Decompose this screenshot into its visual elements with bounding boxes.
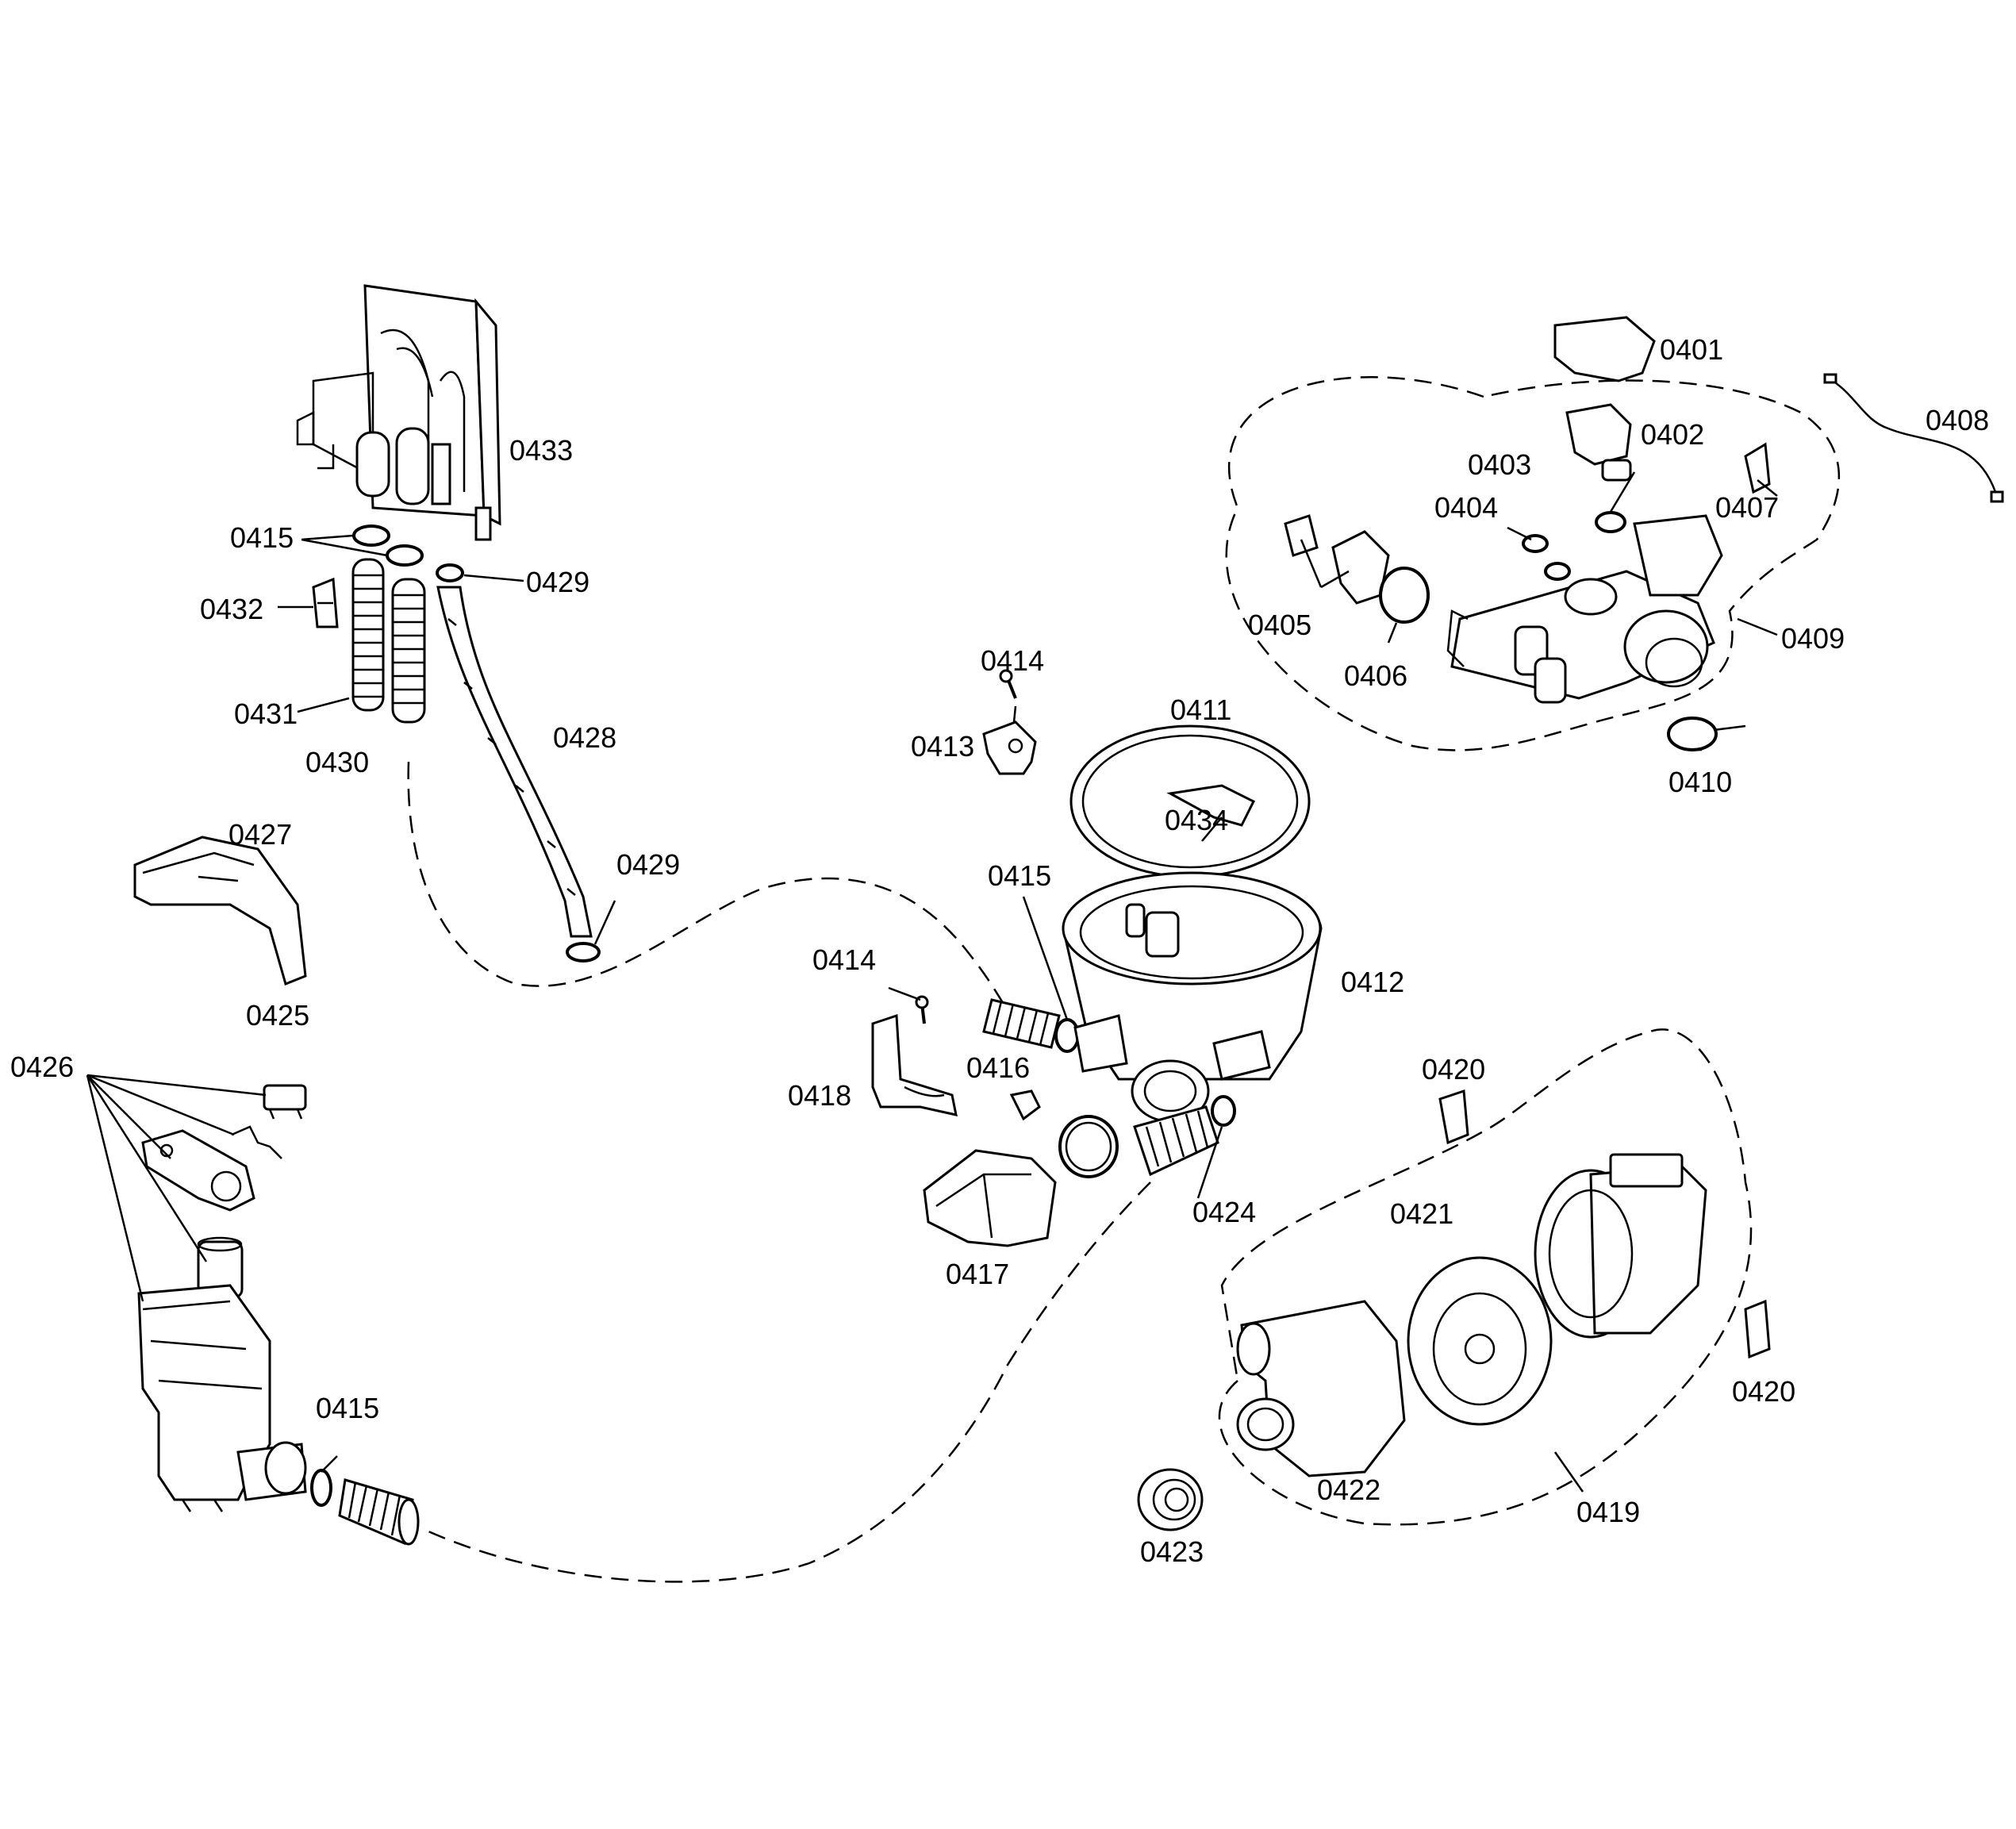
label-0421: 0421	[1390, 1197, 1454, 1230]
part-0418-bracket	[871, 1013, 958, 1116]
part-0414-screw-lower	[915, 995, 929, 1024]
label-0415-lower: 0415	[316, 1392, 380, 1424]
leader-lines	[86, 471, 1778, 1493]
label-0425: 0425	[246, 999, 310, 1032]
part-0401-cover	[1553, 316, 1656, 382]
label-0419: 0419	[1576, 1496, 1641, 1528]
label-0428: 0428	[553, 721, 617, 754]
part-0416-clip	[1009, 1089, 1041, 1121]
part-0406-seal	[1379, 567, 1430, 624]
label-0415-upper: 0415	[230, 521, 294, 554]
label-0422: 0422	[1317, 1474, 1381, 1506]
part-0426-spring	[231, 1125, 282, 1159]
part-0434-clip	[1166, 784, 1256, 827]
label-0416: 0416	[966, 1051, 1031, 1084]
hose-route-lower	[428, 1182, 1151, 1583]
part-0429-clamp-upper	[436, 563, 464, 582]
part-0403-ring	[1595, 511, 1626, 533]
part-seal-large	[1058, 1115, 1119, 1178]
group-outline-0409	[1225, 376, 1841, 751]
part-0413-bracket	[982, 720, 1037, 775]
part-0429-clamp-lower	[566, 942, 601, 963]
part-0405-valve	[1284, 514, 1390, 605]
part-0431-corrugated-hose	[351, 558, 385, 712]
part-0432-clip	[312, 577, 339, 628]
part-0427-cover	[133, 836, 307, 986]
label-0404: 0404	[1434, 491, 1499, 524]
label-0415-middle: 0415	[988, 859, 1052, 892]
group-outline-0419	[1218, 1028, 1753, 1526]
part-0423-grommet	[1137, 1468, 1204, 1531]
label-0414-upper: 0414	[981, 644, 1045, 677]
label-0423: 0423	[1140, 1535, 1204, 1568]
label-0412: 0412	[1341, 966, 1405, 998]
part-0408-wire	[1823, 373, 2004, 503]
label-0432: 0432	[200, 593, 264, 625]
part-0420-clip-lower	[1744, 1299, 1771, 1359]
label-0406: 0406	[1344, 659, 1408, 692]
part-0422-pump-housing	[1236, 1300, 1406, 1477]
part-0402-sensor	[1565, 403, 1632, 482]
part-0424-hose-middle	[982, 998, 1061, 1049]
label-0414-lower: 0414	[812, 943, 877, 976]
part-0410-clamp	[1667, 717, 1746, 751]
label-0429-upper: 0429	[526, 566, 590, 598]
label-0420-upper: 0420	[1422, 1053, 1486, 1085]
part-0426-housing	[137, 1284, 307, 1512]
part-0421-impeller-cover	[1407, 1256, 1553, 1426]
part-0430-corrugated-hose	[391, 578, 426, 724]
label-0431: 0431	[234, 697, 298, 730]
label-0408: 0408	[1926, 404, 1990, 436]
part-0417-valve	[923, 1149, 1057, 1247]
label-0410: 0410	[1668, 766, 1733, 798]
label-0420-lower: 0420	[1732, 1375, 1796, 1408]
label-0411: 0411	[1170, 694, 1232, 726]
part-0425-switch	[263, 1084, 307, 1120]
label-0417: 0417	[946, 1258, 1010, 1290]
label-0407: 0407	[1715, 491, 1780, 524]
part-0407-clip	[1744, 442, 1771, 494]
part-0433-air-break	[296, 284, 501, 541]
label-0418: 0418	[788, 1079, 852, 1112]
label-0426: 0426	[10, 1051, 75, 1083]
part-0426-lever	[141, 1129, 255, 1212]
part-0404-rings	[1522, 534, 1571, 581]
label-0430: 0430	[305, 746, 370, 778]
label-0401: 0401	[1660, 333, 1724, 366]
label-0427: 0427	[228, 818, 293, 851]
part-0424-seal	[1211, 1095, 1236, 1127]
part-0420-clip-upper	[1438, 1089, 1469, 1145]
label-0434: 0434	[1165, 804, 1229, 836]
part-0415-seal-middle	[1054, 1018, 1080, 1053]
label-0402: 0402	[1641, 418, 1705, 451]
label-0429-lower: 0429	[616, 848, 681, 881]
part-motor	[1534, 1153, 1707, 1339]
part-0424-hose-left	[338, 1478, 420, 1546]
part-0414-screw-upper	[999, 669, 1017, 699]
part-0412-sump	[1062, 871, 1323, 1123]
part-0409-water-switch	[1446, 514, 1723, 704]
label-0433: 0433	[509, 434, 574, 467]
part-0424-hose-right	[1133, 1105, 1219, 1177]
part-0428-hose	[436, 586, 593, 938]
label-0405: 0405	[1248, 609, 1312, 641]
label-0424: 0424	[1192, 1196, 1257, 1228]
part-0415-seal-lower-left	[310, 1469, 332, 1507]
hose-route-upper	[407, 761, 1024, 1032]
label-0403: 0403	[1468, 448, 1532, 481]
label-0409: 0409	[1781, 622, 1845, 655]
label-0413: 0413	[911, 730, 975, 763]
